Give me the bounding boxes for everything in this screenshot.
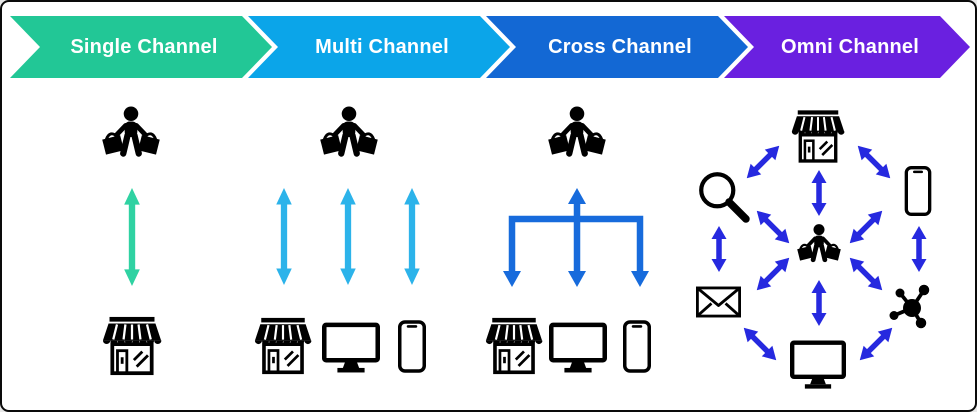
desktop-icon [549,322,607,374]
bidirectional-arrow [910,226,928,272]
search-icon [697,170,751,224]
bidirectional-arrow [843,204,888,249]
bidirectional-arrow [402,188,422,285]
bidirectional-arrow [274,188,294,285]
banner-label-single-channel: Single Channel [70,35,218,58]
bidirectional-arrow [843,251,888,296]
bidirectional-arrow [750,251,795,296]
bidirectional-arrow [810,170,828,216]
bidirectional-arrow [851,139,896,184]
branch-arrows [503,188,649,287]
banner-label-omni-channel: Omni Channel [781,35,919,58]
bidirectional-arrow [750,204,795,249]
desktop-icon [790,340,846,390]
bidirectional-arrow [122,188,142,286]
phone-icon [398,318,426,375]
store-icon [485,316,543,376]
bidirectional-arrow [810,280,828,326]
bidirectional-arrow [853,321,898,366]
banner-label-multi-channel: Multi Channel [315,35,449,58]
desktop-icon [322,322,380,374]
bidirectional-arrow [338,188,358,285]
store-icon [791,108,845,165]
banner-omni-channel: Omni Channel [724,16,970,78]
store-icon [254,316,312,376]
shopper-icon [545,105,609,171]
shopper-icon [795,223,843,273]
shopper-icon [99,105,163,171]
store-icon [102,316,162,376]
bidirectional-arrow [737,321,782,366]
network-icon [888,281,936,329]
banner-single-channel: Single Channel [10,16,272,78]
email-icon [696,286,741,318]
banner-label-cross-channel: Cross Channel [548,35,692,58]
shopper-icon [317,105,381,171]
bidirectional-arrow [710,226,728,272]
banner-cross-channel: Cross Channel [486,16,748,78]
phone-icon [623,318,651,375]
banner-multi-channel: Multi Channel [248,16,510,78]
phone-icon [904,166,932,216]
bidirectional-arrow [740,139,785,184]
